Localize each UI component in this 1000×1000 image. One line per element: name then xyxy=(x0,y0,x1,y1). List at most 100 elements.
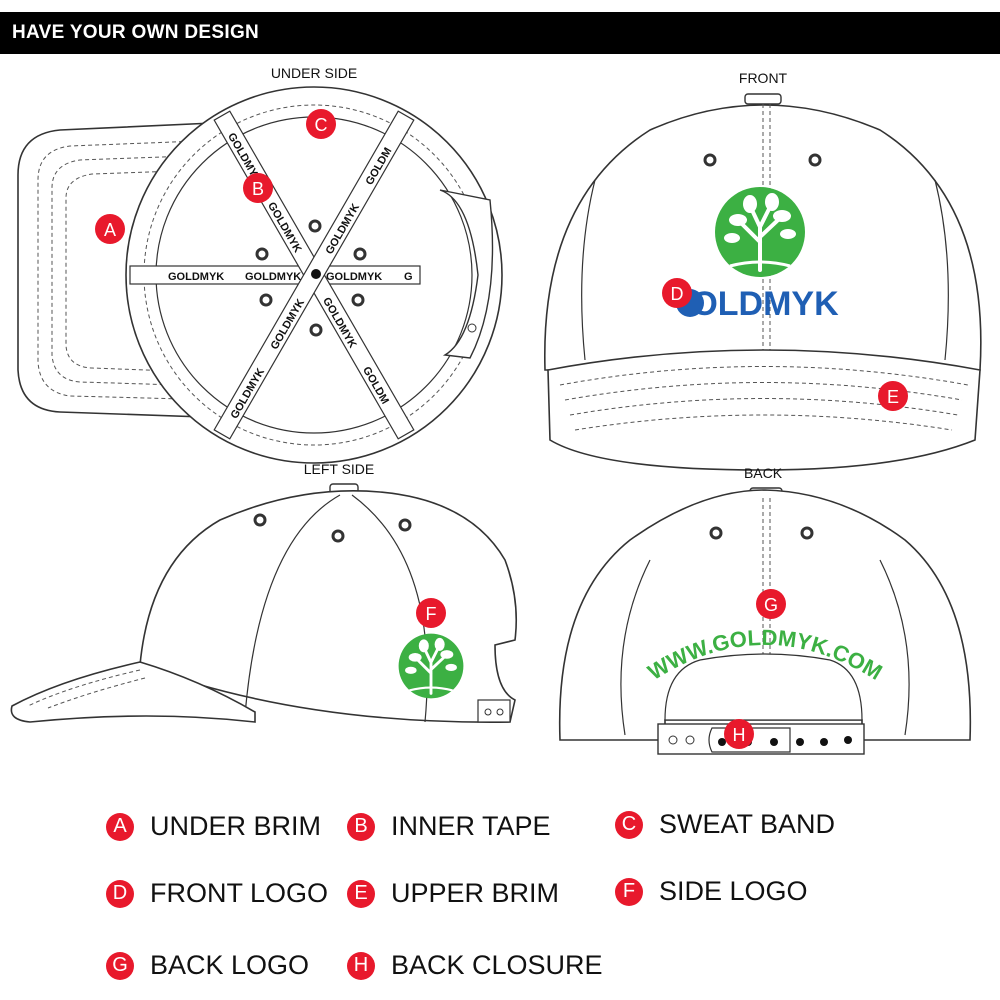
brim-stitching xyxy=(37,139,226,401)
seam xyxy=(620,559,651,736)
closure-snap xyxy=(718,738,726,746)
badge-a-letter: A xyxy=(104,220,116,240)
eyelet xyxy=(331,529,345,543)
legend-badge: G xyxy=(106,951,134,980)
side-closure xyxy=(477,699,511,723)
page-title: HAVE YOUR OWN DESIGN xyxy=(12,22,260,43)
seam xyxy=(934,179,949,361)
badge-b xyxy=(243,173,273,203)
eyelet xyxy=(255,247,269,261)
upper-brim xyxy=(547,349,981,471)
legend-label: BACK LOGO xyxy=(150,950,310,980)
closure-hole xyxy=(496,708,504,716)
brim-stitching xyxy=(574,414,953,431)
brim-stitching xyxy=(47,677,146,709)
cap-diagram: UNDER SIDE GOLDMYK GOLDMYK GOLDMYK G GOL… xyxy=(10,65,982,755)
badge-e xyxy=(878,381,908,411)
legend-item-under-brim: A UNDER BRIM xyxy=(106,811,321,842)
badge-c xyxy=(306,109,336,139)
legend-item-upper-brim: E UPPER BRIM xyxy=(347,878,559,909)
legend-item-side-logo: F SIDE LOGO xyxy=(615,876,808,907)
eyelet xyxy=(308,219,322,233)
closure-hole xyxy=(685,735,695,745)
legend-item-back-logo: G BACK LOGO xyxy=(106,950,309,981)
eyelet xyxy=(309,323,323,337)
legend-badge: D xyxy=(106,879,134,908)
legend-item-front-logo: D FRONT LOGO xyxy=(106,878,328,909)
brim-stitching xyxy=(51,154,216,387)
eyelets xyxy=(255,219,367,337)
closure-snap xyxy=(796,738,804,746)
badge-f xyxy=(416,598,446,628)
closure-snap xyxy=(770,738,778,746)
brim-stitching xyxy=(65,169,206,373)
view-label-left-side: LEFT SIDE xyxy=(304,461,375,477)
legend-badge: F xyxy=(615,877,643,906)
legend-label: SIDE LOGO xyxy=(659,876,808,906)
eyelet xyxy=(351,293,365,307)
eyelet xyxy=(253,513,267,527)
badge-a xyxy=(95,214,125,244)
legend-item-inner-tape: B INNER TAPE xyxy=(347,811,551,842)
view-label-back: BACK xyxy=(744,465,783,481)
badge-h-letter: H xyxy=(733,725,746,745)
tape-label: GOLDMYK xyxy=(326,271,382,283)
badge-e-letter: E xyxy=(887,387,899,407)
closure-hole xyxy=(467,323,477,333)
badge-h xyxy=(724,719,754,749)
tape-label: GOLDMYK xyxy=(168,271,224,283)
view-label-front: FRONT xyxy=(739,70,788,86)
crown-button xyxy=(311,269,321,279)
badge-d xyxy=(662,278,692,308)
eyelet xyxy=(398,518,412,532)
brim-stitching xyxy=(569,398,959,416)
seam xyxy=(581,179,596,361)
legend-item-back-closure: H BACK CLOSURE xyxy=(347,950,603,981)
closure-snap xyxy=(820,738,828,746)
legend-badge: E xyxy=(347,879,375,908)
side-brim xyxy=(10,661,256,723)
brim-stitching xyxy=(559,366,969,386)
back-opening xyxy=(439,189,494,359)
legend-label: UPPER BRIM xyxy=(391,878,560,908)
legend-label: BACK CLOSURE xyxy=(391,950,603,980)
badge-c-letter: C xyxy=(315,115,328,135)
eyelet xyxy=(800,526,814,540)
eyelet xyxy=(703,153,717,167)
brim-stitching xyxy=(27,669,141,707)
eyelet xyxy=(353,247,367,261)
legend-badge: H xyxy=(347,951,375,980)
seam xyxy=(244,494,341,716)
tape-label: GOLDMYK xyxy=(245,271,301,283)
seam xyxy=(879,559,910,736)
badge-f-letter: F xyxy=(426,604,437,624)
legend-label: UNDER BRIM xyxy=(150,811,322,841)
side-logo xyxy=(397,632,465,700)
closure-hole xyxy=(668,735,678,745)
closure-hole xyxy=(484,708,492,716)
badge-g-letter: G xyxy=(764,595,778,615)
legend: A UNDER BRIM B INNER TAPE C SWEAT BAND D… xyxy=(0,780,1000,1000)
inner-tape xyxy=(129,265,421,285)
legend-label: FRONT LOGO xyxy=(150,878,329,908)
legend-item-sweat-band: C SWEAT BAND xyxy=(615,809,835,840)
view-label-underside: UNDER SIDE xyxy=(271,65,357,81)
closure-snap xyxy=(844,736,852,744)
legend-badge: A xyxy=(106,812,134,841)
eyelet xyxy=(259,293,273,307)
legend-label: SWEAT BAND xyxy=(659,809,836,839)
front-logo-text: OLDMYK xyxy=(691,285,839,323)
legend-badge: C xyxy=(615,810,643,839)
legend-badge: B xyxy=(347,812,375,841)
badge-g xyxy=(756,589,786,619)
back-opening xyxy=(664,653,863,721)
tape-label: G xyxy=(404,271,413,283)
badge-b-letter: B xyxy=(252,179,264,199)
brim-stitching xyxy=(564,382,963,401)
front-logo-tree xyxy=(713,185,807,279)
eyelet xyxy=(808,153,822,167)
badge-d-letter: D xyxy=(671,284,684,304)
legend-label: INNER TAPE xyxy=(391,811,551,841)
header-bar xyxy=(0,12,1000,54)
eyelet xyxy=(709,526,723,540)
